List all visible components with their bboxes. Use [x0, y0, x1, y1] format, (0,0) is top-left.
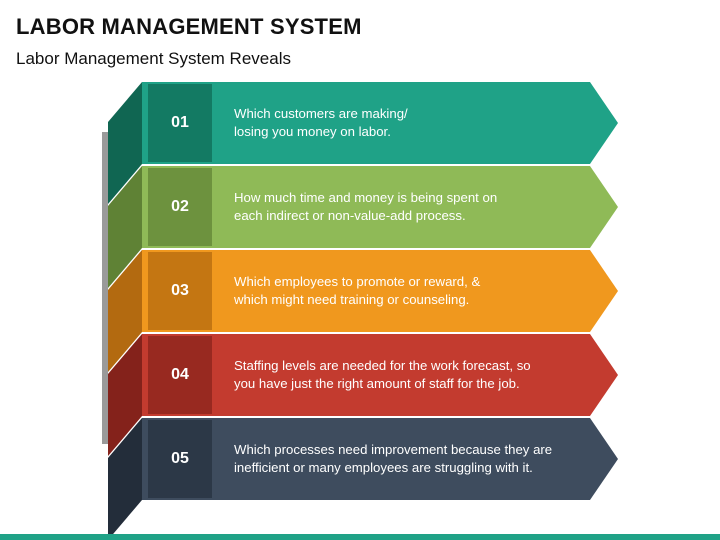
- item-text-02: How much time and money is being spent o…: [234, 190, 498, 223]
- item-number-01: 01: [171, 114, 189, 131]
- item-text-04: Staffing levels are needed for the work …: [234, 358, 531, 391]
- ribbon-band-04: [142, 334, 618, 416]
- ribbon-fold-04: [108, 334, 142, 456]
- item-text-01: Which customers are making/ losing you m…: [234, 106, 408, 139]
- item-number-04: 04: [171, 366, 189, 383]
- page-title: LABOR MANAGEMENT SYSTEM: [16, 14, 362, 39]
- number-box-03: [148, 252, 212, 330]
- number-box-04: [148, 336, 212, 414]
- ribbon-bands: [142, 82, 618, 500]
- ribbon-fold-03: [108, 250, 142, 372]
- ribbon-band-03: [142, 250, 618, 332]
- item-number-05: 05: [171, 450, 189, 467]
- vertical-axis-bar: [102, 132, 108, 444]
- ribbon-fold-02: [108, 166, 142, 288]
- ribbon-folds: [108, 82, 142, 540]
- page-subtitle: Labor Management System Reveals: [16, 49, 291, 68]
- item-text-05: Which processes need improvement because…: [234, 442, 553, 475]
- ribbon-band-01: [142, 82, 618, 164]
- number-box-01: [148, 84, 212, 162]
- number-box-02: [148, 168, 212, 246]
- item-number-02: 02: [171, 198, 189, 215]
- ribbon-band-02: [142, 166, 618, 248]
- item-text-03: Which employees to promote or reward, & …: [234, 274, 481, 307]
- item-number-03: 03: [171, 282, 189, 299]
- ribbon-band-05: [142, 418, 618, 500]
- number-box-05: [148, 420, 212, 498]
- ribbon-fold-01: [108, 82, 142, 204]
- footer-accent-bar: [0, 534, 720, 540]
- ribbon-fold-05: [108, 418, 142, 540]
